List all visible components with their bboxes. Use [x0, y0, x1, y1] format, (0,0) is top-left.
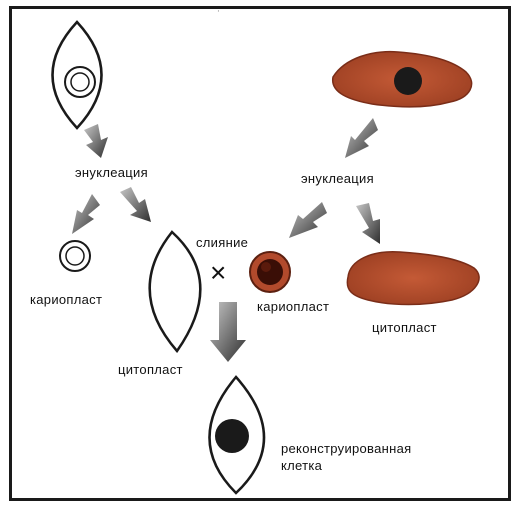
- fusion-label: слияние: [196, 235, 248, 250]
- enucleation-label-right: энуклеация: [301, 171, 374, 186]
- karyoplast-left: [60, 241, 90, 271]
- scan-mark: ·: [217, 7, 220, 17]
- donor-cell: [333, 52, 472, 107]
- fusion-symbol: ×: [210, 259, 227, 287]
- arrow-to-karyoplast-left: [72, 194, 100, 234]
- arrow-to-cytoplast-left: [120, 187, 151, 222]
- karyoplast-label-right: кариопласт: [257, 299, 329, 314]
- recipient-cell: [53, 22, 102, 128]
- cytoplast-left: [150, 232, 201, 351]
- recipient-nucleus-inner: [71, 73, 89, 91]
- karyoplast-right: [250, 252, 290, 292]
- reconstructed-cell: [210, 377, 265, 493]
- reconstructed-label-line2: клетка: [281, 458, 322, 473]
- reconstructed-label-line1: реконструированная: [281, 441, 411, 456]
- arrow-to-reconstructed: [210, 302, 246, 362]
- donor-nucleus: [394, 67, 422, 95]
- arrow-to-karyoplast-right: [289, 202, 327, 238]
- cytoplast-label-right: цитопласт: [372, 320, 437, 335]
- reconstructed-nucleus: [215, 419, 249, 453]
- karyoplast-label-left: кариопласт: [30, 292, 102, 307]
- cytoplast-label-left: цитопласт: [118, 362, 183, 377]
- enucleation-label-left: энуклеация: [75, 165, 148, 180]
- arrow-to-cytoplast-right: [356, 203, 380, 244]
- cytoplast-right: [347, 252, 479, 305]
- arrow-down-left-1: [84, 124, 108, 158]
- arrow-down-right-1: [345, 118, 378, 158]
